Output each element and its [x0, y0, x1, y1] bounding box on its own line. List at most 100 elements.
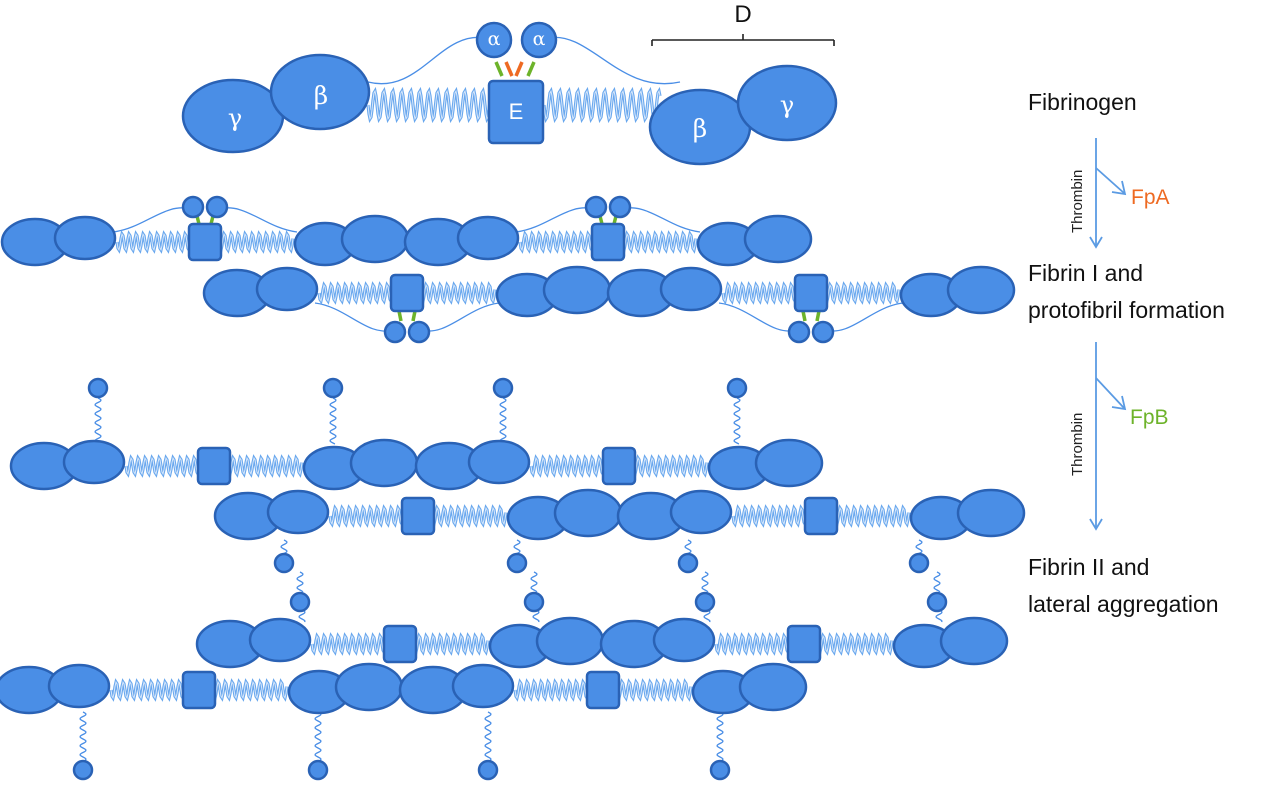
protofibril-top-1-tether-left: [112, 207, 192, 233]
protofibril-bottom-2-knob-left: [801, 310, 807, 322]
d-domain-label: D: [734, 1, 751, 28]
fiber-row2-2-coil-right-highlight: [834, 506, 910, 526]
e-domain-label: E: [509, 99, 524, 124]
fiber-row2-1-e-node: [400, 496, 436, 536]
alpha-dangle-bottom-3-tether: [484, 711, 492, 762]
alpha-chain-right: [547, 36, 681, 85]
fiber-row2-2-e-node: [803, 496, 839, 536]
fiber-row3-2-beta-left: [652, 617, 716, 663]
protofibril-bottom-1-tether-left: [314, 302, 394, 332]
d-domain-bracket: [651, 34, 835, 46]
fiber-row1-1-e-node: [196, 446, 232, 486]
beta-label-left: β: [314, 81, 328, 110]
alpha-link-2-lower-tail: [532, 609, 540, 623]
protofibril-top-2-coil-left-highlight: [519, 232, 595, 252]
protofibril-bottom-2-coil-left-highlight: [722, 283, 798, 303]
fiber-row4-2-beta-left: [451, 663, 515, 709]
alpha-dangle-top-4-node: [726, 377, 748, 399]
fiber-row1-1-gamma-right: [349, 438, 419, 488]
domain-layer: [0, 21, 1026, 781]
protofibril-bottom-1-alpha-right: [407, 320, 431, 344]
fiber-row4-1-coil-left-highlight: [110, 680, 186, 700]
coiled-coil-layer: [109, 61, 911, 702]
alpha-link-1-lower-tail: [298, 609, 306, 623]
protofibril-bottom-2-alpha-right: [811, 320, 835, 344]
protofibril-bottom-2-knob-right: [815, 310, 821, 322]
alpha-dangle-top-1-tether: [94, 397, 102, 445]
fiber-row1-2-e-node: [601, 446, 637, 486]
protofibril-bottom-2-beta-left: [659, 266, 723, 312]
fiber-row3-1-beta-left: [248, 617, 312, 663]
e-node: [487, 79, 545, 145]
fiber-row1-2-coil-left-highlight: [530, 456, 606, 476]
alpha-label-left: α: [488, 28, 501, 50]
fiber-row3-1-e-node: [382, 624, 418, 664]
alpha-dangle-bottom-1-node: [72, 759, 94, 781]
alpha-dangle-top-1-node: [87, 377, 109, 399]
protofibril-bottom-2-tether-left: [718, 302, 798, 332]
gamma-label-right: γ: [780, 91, 794, 119]
protofibril-bottom-1-coil-right-highlight: [420, 283, 496, 303]
fpb-knob-left: [494, 61, 504, 77]
protofibril-top-2-gamma-right: [743, 214, 813, 264]
alpha-dangle-bottom-2-node: [307, 759, 329, 781]
alpha-link-3-lower-node: [694, 591, 716, 613]
fpb-knob-right: [526, 61, 536, 77]
coil-fibrinogen-right-highlight: [543, 89, 661, 121]
protofibril-top-1-alpha-right: [205, 195, 229, 219]
stage-fibrinogen: Fibrinogen: [1028, 89, 1137, 115]
fpa-knob-left: [504, 61, 514, 77]
protofibril-top-1-gamma-right: [340, 214, 410, 264]
alpha-link-1-upper-node: [273, 552, 295, 574]
fpa-knob-right: [514, 61, 524, 77]
beta-label-right: β: [693, 114, 707, 143]
alpha-node-right: [520, 21, 558, 59]
fiber-row3-2-coil-left-highlight: [715, 634, 791, 654]
protofibril-bottom-1-beta-left: [255, 266, 319, 312]
stage-fibrin1-line2: protofibril formation: [1028, 297, 1225, 323]
alpha-link-3-upper-node: [677, 552, 699, 574]
fiber-row4-2-coil-left-highlight: [514, 680, 590, 700]
coil-fibrinogen-left-highlight: [367, 89, 491, 121]
fiber-row1-2-beta-left: [467, 439, 531, 485]
gamma-node-right: [736, 64, 838, 142]
fiber-row3-1-coil-right-highlight: [413, 634, 489, 654]
alpha-link-2-upper-node: [506, 552, 528, 574]
fiber-row2-1-coil-left-highlight: [329, 506, 405, 526]
protofibril-bottom-1-gamma-right: [542, 265, 612, 315]
stage-fibrin2-line1: Fibrin II and: [1028, 554, 1150, 580]
fiber-row1-2-gamma-right: [754, 438, 824, 488]
alpha-link-2-lower-tether: [530, 571, 538, 593]
alpha-dangle-top-3-node: [492, 377, 514, 399]
fiber-row2-2-gamma-right: [956, 488, 1026, 538]
gamma-label-left: γ: [228, 104, 242, 132]
stage-fibrin1-line1: Fibrin I and: [1028, 260, 1144, 286]
fiber-row4-2-e-node: [585, 670, 621, 710]
fiber-row2-1-gamma-right: [553, 488, 623, 538]
alpha-dangle-top-2-node: [322, 377, 344, 399]
protofibril-bottom-2-coil-right-highlight: [824, 283, 900, 303]
thrombin-label-1: Thrombin: [1069, 169, 1086, 233]
fiber-row4-1-coil-right-highlight: [212, 680, 288, 700]
fiber-row1-1-coil-right-highlight: [227, 456, 303, 476]
protofibril-top-2-e-node: [590, 222, 626, 262]
alpha-link-2-lower-node: [523, 591, 545, 613]
protofibril-top-2-alpha-left: [584, 195, 608, 219]
fiber-row3-2-coil-right-highlight: [817, 634, 893, 654]
protofibril-top-1-beta-left: [53, 215, 117, 261]
fiber-row1-1-beta-left: [62, 439, 126, 485]
protofibril-bottom-1-knob-right: [411, 310, 417, 322]
protofibril-bottom-1-tether-right: [420, 302, 500, 332]
protofibril-bottom-1-alpha-left: [383, 320, 407, 344]
fpa-label: FpA: [1131, 186, 1170, 209]
thrombin-arrow-1: [1089, 138, 1127, 249]
alpha-link-4-lower-tail: [935, 609, 943, 623]
fiber-row1-2-coil-right-highlight: [632, 456, 708, 476]
fiber-row3-2-gamma-right: [939, 616, 1009, 666]
alpha-dangle-top-4-tether: [733, 397, 741, 445]
fiber-row4-1-beta-left: [47, 663, 111, 709]
protofibril-top-1-tether-right: [218, 207, 298, 233]
alpha-dangle-top-2-tether: [329, 397, 337, 445]
fiber-row2-2-coil-left-highlight: [732, 506, 808, 526]
